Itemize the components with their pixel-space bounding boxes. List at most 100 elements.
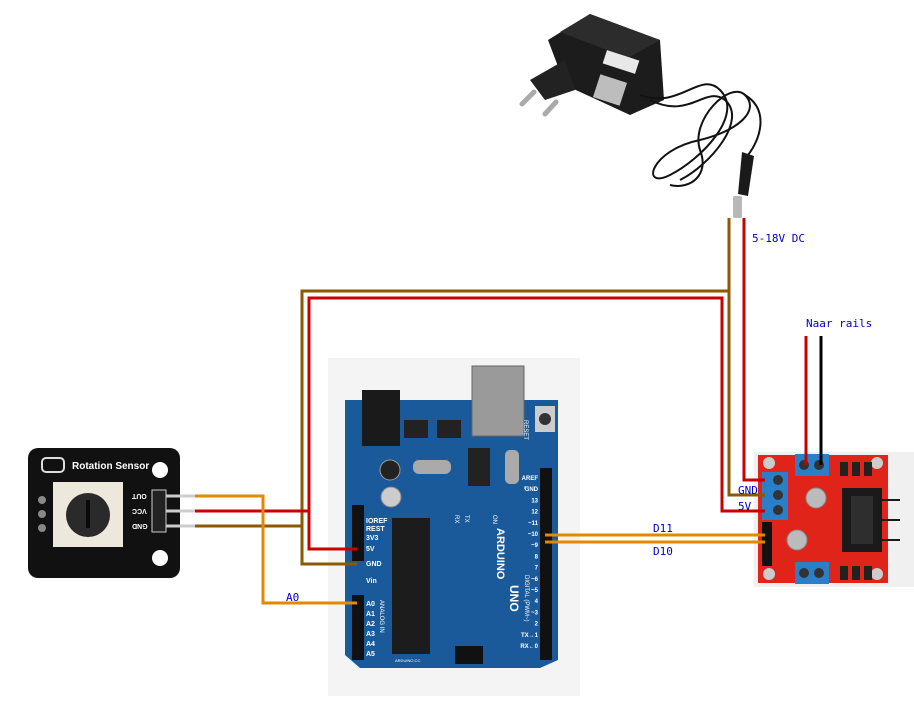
- pin-label-out: OUT: [131, 492, 147, 499]
- reset-label: RESET: [522, 420, 528, 440]
- pin-a1: A1: [366, 611, 375, 618]
- pin-vin: Vin: [366, 578, 377, 585]
- digital-pin-label: 13: [531, 498, 538, 504]
- label-driver-5v: 5V: [738, 500, 752, 513]
- capacitor: [786, 529, 808, 551]
- pin-5v: 5V: [366, 546, 375, 553]
- power-adapter: [519, 14, 762, 218]
- pin-a3: A3: [366, 631, 375, 638]
- power-header: [352, 505, 364, 561]
- wire-gnd-bus: [300, 289, 729, 566]
- pin-ioref: IOREF: [366, 518, 388, 525]
- diode: [864, 462, 872, 476]
- digital-header: [540, 468, 552, 660]
- label-rails: Naar rails: [806, 317, 872, 330]
- wire-supply-ground: [727, 218, 765, 497]
- capacitor: [380, 486, 402, 508]
- diode: [840, 566, 848, 580]
- diode: [864, 566, 872, 580]
- adapter-cable: [639, 83, 751, 187]
- led-on: ON: [491, 515, 497, 524]
- rotation-sensor: Rotation Sensor OUT VCC GND: [28, 448, 208, 578]
- digital-pin-label: 8: [535, 554, 539, 560]
- usb-chip: [468, 448, 490, 486]
- digital-pin-label: ~11: [528, 521, 539, 527]
- wire-supply-positive: [742, 218, 765, 482]
- wires: [195, 218, 823, 605]
- pin-label-gnd: GND: [132, 522, 148, 529]
- digital-pin-label: AREF: [522, 476, 539, 482]
- digital-pin-label: ~5: [531, 588, 539, 594]
- diode: [852, 566, 860, 580]
- barrel-plug: [738, 152, 754, 196]
- pin-header: [151, 489, 167, 533]
- digital-pin-label: TX→1: [521, 633, 539, 639]
- digital-pin-label: 7: [535, 566, 539, 572]
- pad: [38, 496, 46, 504]
- l298n-driver: [754, 452, 914, 587]
- mount-hole: [763, 457, 775, 469]
- diode: [852, 462, 860, 476]
- wire-sensor-out-a0: [195, 494, 357, 605]
- usb-connector: [471, 365, 525, 437]
- sensor-led: [41, 457, 65, 473]
- digital-pin-labels: AREF GND 13 12 ~11 ~10 ~9 8 7 ~6 ~5 4 ~3 2TX→1RX←0: [520, 476, 538, 650]
- ce-label: [602, 50, 640, 74]
- mount-hole: [871, 457, 883, 469]
- label-d10: D10: [653, 545, 673, 558]
- reset-button-cap[interactable]: [539, 413, 551, 425]
- led-rx: RX: [453, 515, 459, 523]
- digital-pin-label: ~9: [531, 543, 539, 549]
- regulator: [404, 420, 428, 438]
- plug-base: [530, 60, 575, 100]
- crystal-16mhz: [505, 450, 519, 484]
- capacitor: [805, 487, 827, 509]
- digital-pin-label: ~6: [531, 577, 539, 583]
- pad: [38, 524, 46, 532]
- dc-jack: [362, 390, 400, 446]
- digital-pin-label: GND: [525, 487, 539, 493]
- adapter-cable: [649, 95, 733, 181]
- barrel-tip: [733, 196, 742, 218]
- plug-pin: [519, 89, 537, 107]
- capacitor: [379, 459, 401, 481]
- arduino-footer: ARDUINO.CC: [395, 658, 420, 663]
- arduino-model: UNO: [507, 585, 521, 612]
- arduino-brand: ARDUINO: [494, 528, 506, 580]
- digital-title: DIGITAL (PWM~): [523, 575, 529, 622]
- mount-hole: [152, 462, 168, 478]
- analog-header: [352, 595, 364, 660]
- atmega-chip: [392, 518, 430, 654]
- wire-5v-bus: [307, 296, 765, 551]
- digital-pin-label: ~3: [531, 610, 539, 616]
- l298n-chip: [851, 496, 873, 544]
- adapter-cable: [744, 94, 762, 156]
- input-header: [762, 522, 772, 566]
- digital-pin-label: RX←0: [520, 644, 538, 650]
- label-d11: D11: [653, 522, 673, 535]
- diode: [840, 462, 848, 476]
- regulator: [437, 420, 461, 438]
- terminal-screw[interactable]: [814, 568, 824, 578]
- plug-pin: [542, 99, 559, 117]
- terminal-screw[interactable]: [773, 505, 783, 515]
- sensor-title: Rotation Sensor: [72, 461, 149, 472]
- digital-pin-label: ~10: [528, 532, 539, 538]
- pin-gnd: GND: [366, 561, 382, 568]
- pin-rest: REST: [366, 526, 385, 533]
- mount-hole: [152, 550, 168, 566]
- pin-label-vcc: VCC: [132, 507, 147, 514]
- terminal-screw[interactable]: [799, 568, 809, 578]
- mount-hole: [871, 568, 883, 580]
- digital-pin-label: 12: [531, 510, 538, 516]
- adapter-top: [560, 14, 660, 58]
- digital-pin-label: 4: [535, 599, 539, 605]
- digital-pin-label: 2: [535, 622, 539, 628]
- pin-a0: A0: [366, 601, 375, 608]
- pin-a2: A2: [366, 621, 375, 628]
- pin-a5: A5: [366, 651, 375, 658]
- mount-hole: [763, 568, 775, 580]
- terminal-screw[interactable]: [773, 490, 783, 500]
- terminal-screw[interactable]: [773, 475, 783, 485]
